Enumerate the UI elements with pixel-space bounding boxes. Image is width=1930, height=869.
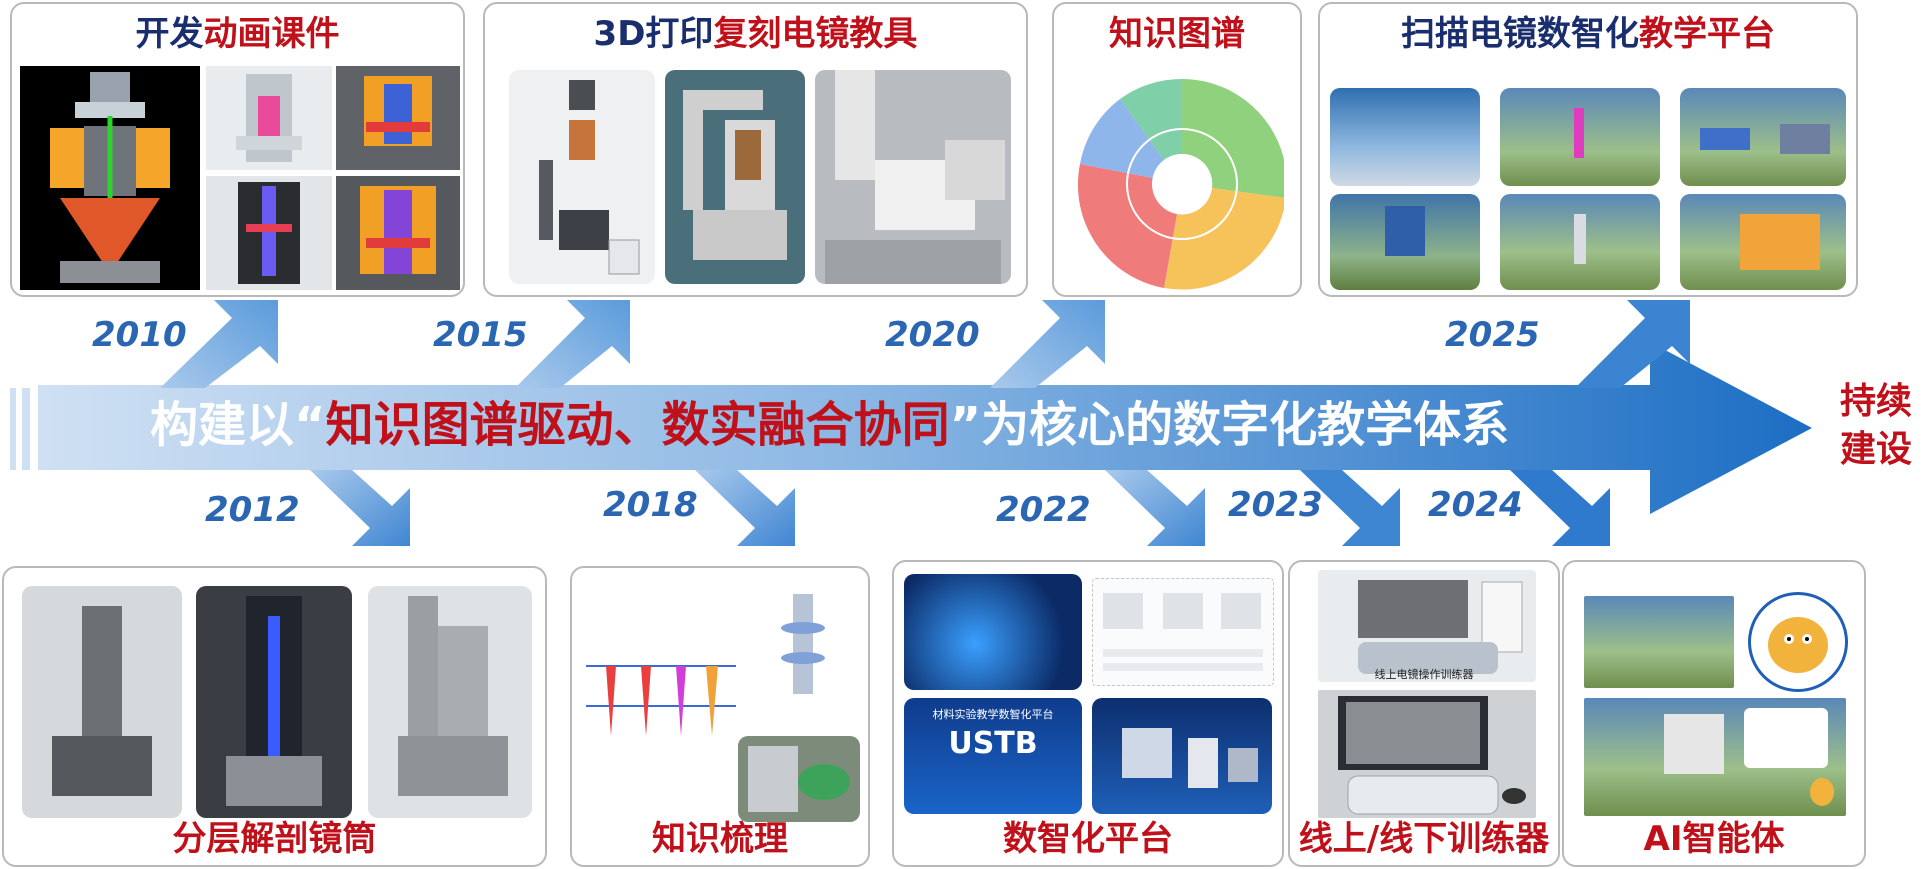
down-arrow-2022 <box>1105 470 1205 546</box>
lab-3d-screen <box>1092 698 1272 814</box>
card-title: 知识图谱 <box>1109 14 1245 54</box>
login-screen <box>904 574 1082 690</box>
ustb-platform-title: 材料实验教学数智化平台 <box>932 708 1054 721</box>
vr-scene-4 <box>1330 194 1480 290</box>
year-2024: 2024 <box>1428 485 1523 525</box>
up-arrow-2020 <box>990 300 1105 388</box>
continue-label: 持续 建设 <box>1836 378 1916 474</box>
up-arrow-2015 <box>515 300 630 388</box>
card-title: 线上/线下训练器 <box>1298 819 1550 859</box>
year-2023: 2023 <box>1228 485 1323 525</box>
title-part-b: 动画课件 <box>203 14 340 54</box>
year-2010: 2010 <box>92 315 187 355</box>
continue-line1: 持续 <box>1839 381 1912 422</box>
column-schematic <box>748 588 858 708</box>
banner-suffix: ”为核心的数字化教学体系 <box>949 397 1510 453</box>
column-photo-3 <box>368 586 532 818</box>
card-title: 扫描电镜数智化教学平台 <box>1320 14 1856 54</box>
main-arrow <box>10 342 1812 514</box>
year-2022: 2022 <box>996 490 1091 530</box>
banner-highlight: 知识图谱驱动、数实融合协同 <box>325 397 950 453</box>
ai-vr-scene <box>1584 596 1734 688</box>
trainer-caption: 线上电镜操作训练器 <box>1374 668 1474 681</box>
card-knowledge-graph: 知识图谱 <box>1052 2 1302 297</box>
ustb-logo-text: USTB <box>948 726 1038 761</box>
card-digital-platform: 材料实验教学数智化平台 USTB 数智化平台 <box>892 560 1284 867</box>
banner-text: 构建以“知识图谱驱动、数实融合协同”为核心的数字化教学体系 <box>150 395 1509 455</box>
ustb-platform-screen: 材料实验教学数智化平台 USTB <box>904 698 1082 814</box>
year-2018: 2018 <box>603 485 698 525</box>
animation-render-main <box>20 66 200 290</box>
real-microscope-photo <box>815 70 1011 284</box>
optics-diagram <box>586 596 736 796</box>
vr-scene-5 <box>1500 194 1660 290</box>
animation-render-4 <box>206 176 332 290</box>
up-arrow-2010 <box>160 300 278 388</box>
down-arrow-2024 <box>1510 470 1610 546</box>
card-title: AI智能体 <box>1643 819 1785 859</box>
card-3d-printing: 3D打印复刻电镜教具 <box>483 2 1028 297</box>
ai-chat-scene <box>1584 698 1846 816</box>
mammoth-mascot-icon <box>1748 592 1848 692</box>
card-trainer: 线上电镜操作训练器 线上/线下训练器 <box>1288 560 1560 867</box>
banner-prefix: 构建以“ <box>150 397 326 453</box>
card-ai-agent: AI智能体 <box>1562 560 1866 867</box>
column-photo-1 <box>22 586 182 818</box>
up-arrow-2025 <box>1575 300 1690 388</box>
vr-scene-6 <box>1680 194 1846 290</box>
card-layered-column: 分层解剖镜筒 <box>2 566 547 867</box>
title-part-a: 开发 <box>135 14 204 54</box>
year-2015: 2015 <box>433 315 528 355</box>
year-2025: 2025 <box>1445 315 1540 355</box>
card-sem-platform: 扫描电镜数智化教学平台 <box>1318 2 1858 297</box>
down-arrow-2018 <box>695 470 795 546</box>
title-part-b: 教学平台 <box>1639 14 1775 54</box>
hands-on-photo <box>738 736 860 822</box>
title-part-a: 3D打印 <box>593 14 714 54</box>
card-animation-courseware: 开发动画课件 <box>10 2 465 297</box>
year-2020: 2020 <box>885 315 980 355</box>
vr-scene-1 <box>1330 88 1480 186</box>
printed-column-photo <box>665 70 805 284</box>
title-part-b: 复刻电镜教具 <box>713 14 918 54</box>
animation-render-2 <box>206 66 332 170</box>
vr-scene-2 <box>1500 88 1660 186</box>
down-arrow-2012 <box>310 470 410 546</box>
animation-render-3 <box>336 66 460 170</box>
card-knowledge-organization: 知识梳理 <box>570 566 870 867</box>
continue-line2: 建设 <box>1839 429 1912 470</box>
card-title: 3D打印复刻电镜教具 <box>485 14 1026 54</box>
animation-render-5 <box>336 176 460 290</box>
vr-scene-3 <box>1680 88 1846 186</box>
card-title: 知识梳理 <box>652 819 788 859</box>
cad-exploded-view <box>509 70 655 284</box>
offline-trainer-photo <box>1318 690 1536 818</box>
down-arrow-2023 <box>1300 470 1400 546</box>
card-title: 开发动画课件 <box>12 14 463 54</box>
year-2012: 2012 <box>205 490 300 530</box>
column-photo-2 <box>196 586 352 818</box>
equipment-grid <box>1092 578 1274 686</box>
online-trainer-screen <box>1318 570 1536 682</box>
title-part-a: 扫描电镜数智化 <box>1401 14 1639 54</box>
card-title: 分层解剖镜筒 <box>172 819 377 859</box>
sunburst-chart <box>1077 78 1284 290</box>
card-title: 数智化平台 <box>1003 819 1173 859</box>
